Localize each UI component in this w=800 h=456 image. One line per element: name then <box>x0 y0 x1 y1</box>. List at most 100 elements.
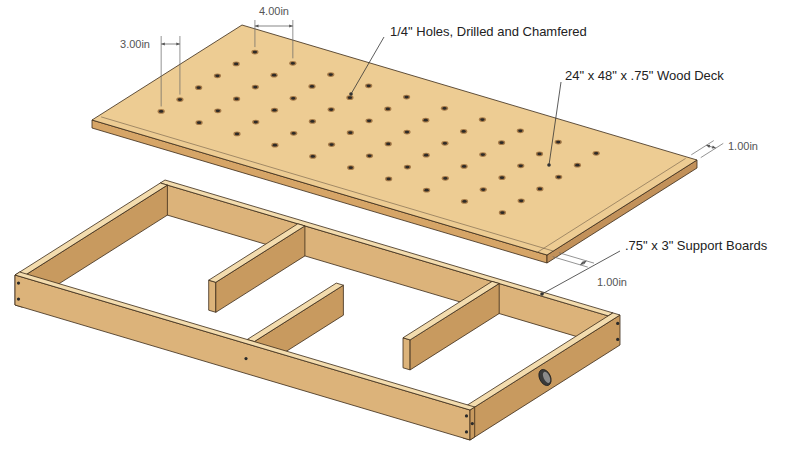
hole-chamfer <box>555 175 562 180</box>
hole-chamfer <box>536 187 543 192</box>
screw <box>471 422 474 425</box>
dimensions <box>161 20 723 267</box>
hole <box>519 199 523 202</box>
hole-chamfer <box>176 97 183 102</box>
hole-chamfer <box>271 108 278 113</box>
hole-chamfer <box>479 117 486 122</box>
hole-chamfer <box>423 188 430 193</box>
hole-chamfer <box>517 163 524 168</box>
hole-chamfer <box>460 129 467 134</box>
hole <box>273 144 277 147</box>
extension-line <box>553 257 588 267</box>
extension-line <box>161 36 162 106</box>
hole <box>481 153 485 156</box>
hole-chamfer <box>347 130 354 135</box>
hole <box>556 141 560 144</box>
hole-chamfer <box>366 153 373 158</box>
hole-chamfer <box>346 95 353 100</box>
hole <box>462 165 466 168</box>
hole-chamfer <box>270 73 277 78</box>
board-face <box>209 280 216 312</box>
hole-chamfer <box>404 165 411 170</box>
extension-line <box>254 20 255 47</box>
hole <box>253 51 257 54</box>
hole <box>311 155 315 158</box>
hole-chamfer <box>555 140 562 145</box>
board-face <box>470 315 620 440</box>
dimension-line <box>255 26 293 27</box>
label-holder: 3.00in <box>120 38 150 51</box>
hole <box>386 178 390 181</box>
hole <box>424 119 428 122</box>
hole-chamfer <box>385 142 392 147</box>
hole-chamfer <box>309 154 316 159</box>
hole-chamfer <box>461 199 468 204</box>
cross-board <box>403 281 499 370</box>
hole-chamfer <box>593 151 600 156</box>
label-holder: 4.00in <box>259 5 289 18</box>
hole <box>178 98 182 101</box>
leader-dot <box>540 292 544 296</box>
screw <box>616 322 619 325</box>
hole-chamfer <box>195 120 202 125</box>
hand-hole <box>536 367 553 387</box>
front-board <box>15 272 475 440</box>
label-holder: 1.00in <box>597 276 627 289</box>
board-top <box>209 224 305 282</box>
board-top <box>463 313 620 410</box>
hole-chamfer <box>442 176 449 181</box>
extension-line <box>691 141 714 155</box>
hole <box>424 154 428 157</box>
board-top <box>15 183 167 277</box>
arrowhead <box>161 42 165 45</box>
right-board <box>463 313 620 440</box>
screw <box>17 297 20 300</box>
hole <box>405 131 409 134</box>
board-face <box>15 275 470 440</box>
cross-board <box>209 224 305 312</box>
hole <box>443 177 447 180</box>
arrowhead <box>176 42 180 45</box>
hole <box>519 164 523 167</box>
hole-chamfer <box>309 119 316 124</box>
screw <box>17 281 20 284</box>
reference-line <box>101 117 553 251</box>
leader-dot <box>547 163 551 167</box>
hole <box>291 62 295 65</box>
hole-chamfer <box>498 175 505 180</box>
callout-label: 24" x 48" x .75" Wood Deck <box>565 69 724 84</box>
hole-chamfer <box>480 187 487 192</box>
hole-chamfer <box>365 118 372 123</box>
board-top <box>247 283 343 342</box>
hole <box>216 109 220 112</box>
screw <box>244 357 247 360</box>
wood-deck <box>92 25 697 263</box>
label-holder: 1.00in <box>728 140 758 153</box>
board-face <box>403 338 410 370</box>
hole-chamfer <box>328 142 335 147</box>
hole <box>461 130 465 133</box>
label-holder: 1/4" Holes, Drilled and Chamfered <box>390 25 587 40</box>
hole-chamfer <box>289 61 296 66</box>
hole <box>480 118 484 121</box>
hole <box>556 176 560 179</box>
hole-chamfer <box>214 108 221 113</box>
hole <box>442 107 446 110</box>
hole <box>291 97 295 100</box>
hole <box>235 133 239 136</box>
hole-chamfer <box>498 140 505 145</box>
hole-chamfer <box>479 152 486 157</box>
leader-line <box>549 82 561 165</box>
hole <box>443 142 447 145</box>
hole <box>272 109 276 112</box>
hole <box>329 143 333 146</box>
extension-line <box>701 143 724 157</box>
board-top <box>403 281 499 340</box>
extension-line <box>559 253 594 263</box>
hole <box>329 73 333 76</box>
dimension-value: 1.00in <box>597 276 627 289</box>
callout-label: .75" x 3" Support Boards <box>625 239 767 254</box>
hole <box>424 189 428 192</box>
hole-chamfer <box>195 85 202 90</box>
